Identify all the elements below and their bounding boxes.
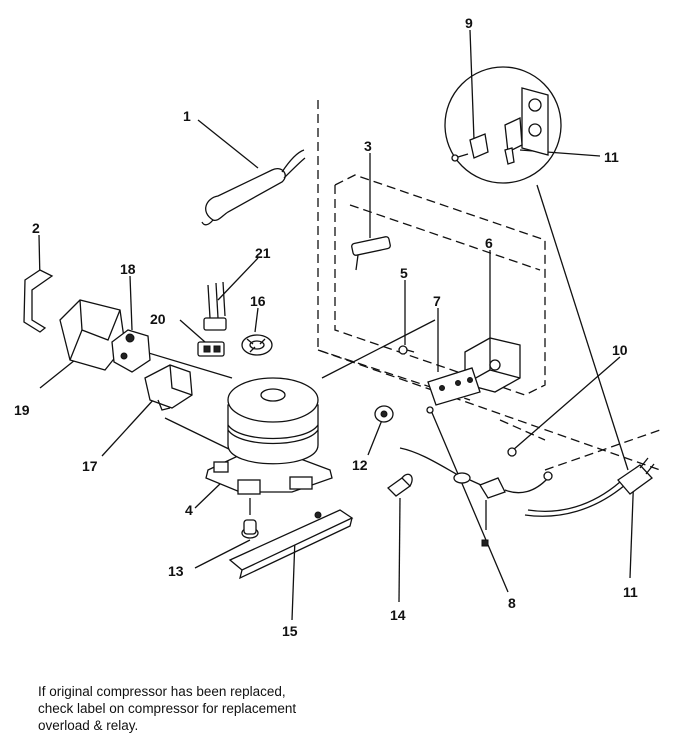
callout-18: 18	[120, 261, 136, 277]
callout-14: 14	[390, 607, 406, 623]
overload-protector	[144, 364, 193, 411]
callout-19: 19	[14, 402, 30, 418]
base-plate	[228, 509, 354, 580]
callout-7: 7	[433, 293, 441, 309]
cord-clamp	[386, 473, 413, 497]
callout-6: 6	[485, 235, 493, 251]
relay	[111, 329, 151, 373]
compressor	[205, 377, 333, 495]
note-line-2: check label on compressor for replacemen…	[38, 701, 297, 716]
screw-8	[426, 406, 434, 414]
callout-9: 9	[465, 15, 473, 31]
mounting-stud	[241, 498, 259, 539]
callout-10: 10	[612, 342, 628, 358]
callout-8: 8	[508, 595, 516, 611]
callout-1: 1	[183, 108, 191, 124]
mounting-bracket	[427, 367, 481, 406]
callout-11-top: 11	[604, 149, 619, 165]
capillary-tube	[201, 149, 306, 226]
retaining-clip	[351, 236, 391, 271]
junction-box	[464, 337, 521, 393]
replacement-note: If original compressor has been replaced…	[38, 683, 398, 734]
callout-labels: 1 2 3 4 5 6 7 8 9 10 11 11 12 13 14 15 1…	[14, 15, 638, 639]
callout-12: 12	[352, 457, 368, 473]
screw-5	[398, 345, 415, 355]
callout-20: 20	[150, 311, 166, 327]
callout-17: 17	[82, 458, 98, 474]
terminal-leads	[197, 281, 227, 357]
callout-4: 4	[185, 502, 193, 518]
note-line-3: overload & relay.	[38, 718, 139, 733]
callout-13: 13	[168, 563, 184, 579]
callout-15: 15	[282, 623, 298, 639]
callout-16: 16	[250, 293, 266, 309]
receptacle-detail	[444, 66, 562, 184]
callout-11-bottom: 11	[623, 584, 638, 600]
callout-5: 5	[400, 265, 408, 281]
callout-3: 3	[364, 138, 372, 154]
parts-diagram: 1 2 3 4 5 6 7 8 9 10 11 11 12 13 14 15 1…	[14, 15, 661, 639]
terminal-cover	[59, 299, 126, 371]
note-line-1: If original compressor has been replaced…	[38, 684, 286, 699]
wiring-harness	[399, 447, 553, 547]
callout-2: 2	[32, 220, 40, 236]
bail-wire	[23, 269, 54, 333]
callout-21: 21	[255, 245, 271, 261]
grommet	[241, 334, 273, 356]
grommet-12	[374, 405, 394, 423]
power-cord	[524, 457, 655, 517]
